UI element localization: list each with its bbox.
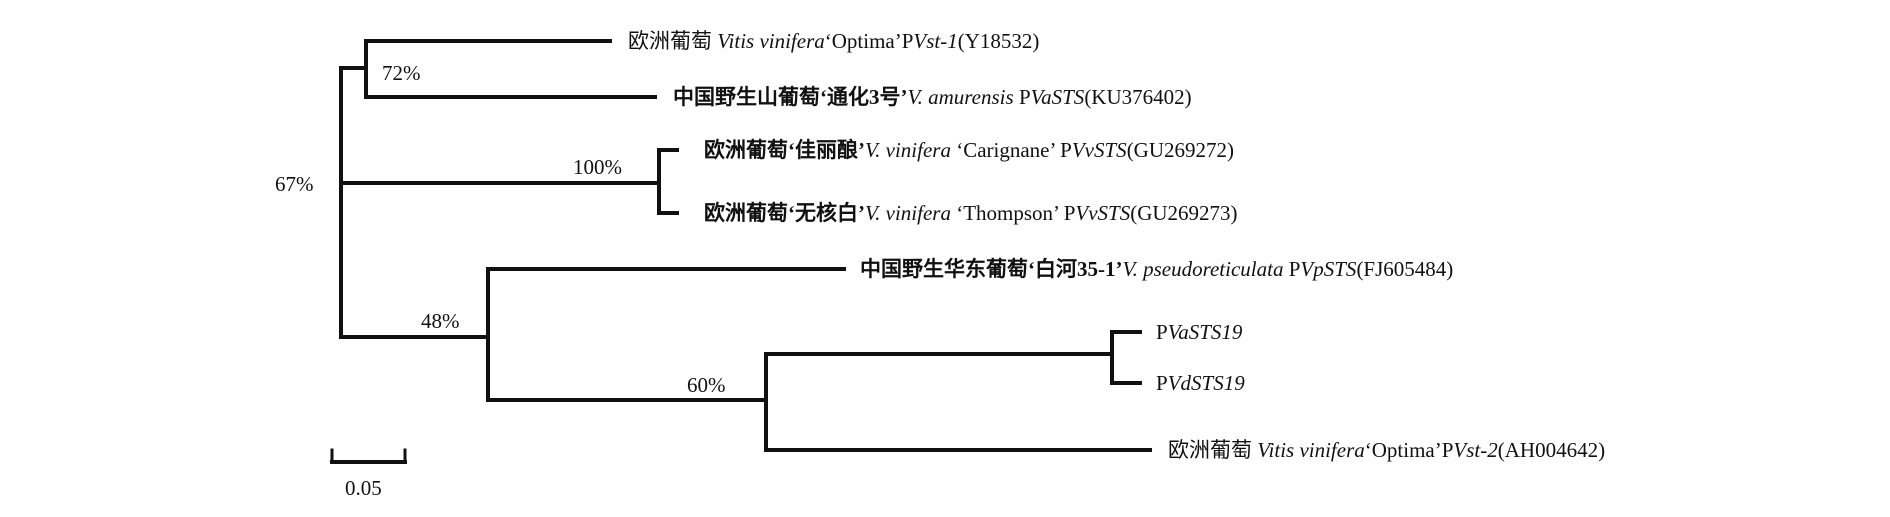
leaf-label-part: (KU376402) (1084, 85, 1191, 109)
leaf-label: 欧洲葡萄‘无核白’V. vinifera ‘Thompson’ PVvSTS(G… (704, 201, 1238, 225)
leaf-label-part: VaSTS (1031, 85, 1085, 109)
leaf-label-part: VvSTS (1072, 138, 1127, 162)
bootstrap-label: 48% (421, 309, 460, 333)
leaf-label-part: P (1156, 320, 1168, 344)
leaf-label: 中国野生华东葡萄‘白河35-1’V. pseudoreticulata PVpS… (860, 257, 1453, 281)
leaf-label-part: 中国野生华东葡萄‘白河35-1’ (860, 257, 1122, 281)
leaf-label-part: VvSTS (1075, 201, 1130, 225)
leaf-label: 欧洲葡萄‘佳丽酿’V. vinifera ‘Carignane’ PVvSTS(… (704, 138, 1234, 162)
leaf-label-part: Vst-2 (1453, 438, 1498, 462)
leaf-label-part: V. amurensis (908, 85, 1014, 109)
leaf-label-part: P (1283, 257, 1300, 281)
leaf-label-part: P (1014, 85, 1031, 109)
leaf-label-part: V. vinifera (865, 138, 951, 162)
leaf-label-part: VpSTS (1300, 257, 1357, 281)
bootstrap-label: 67% (275, 172, 314, 196)
leaf-label-part: (GU269272) (1127, 138, 1234, 162)
leaf-label-part: 中国野生山葡萄‘通化3号’ (673, 85, 908, 109)
leaf-label-part: ‘Optima’P (825, 29, 914, 53)
leaf-label-part: 欧洲葡萄‘无核白’ (704, 201, 865, 225)
leaf-label-part: 欧洲葡萄 (628, 29, 717, 53)
scale-bar-label: 0.05 (345, 476, 382, 500)
leaf-label-part: 欧洲葡萄‘佳丽酿’ (704, 138, 865, 162)
bootstrap-label: 100% (573, 155, 622, 179)
leaf-label: 中国野生山葡萄‘通化3号’V. amurensis PVaSTS(KU37640… (673, 85, 1192, 109)
leaf-label-part: (FJ605484) (1356, 257, 1453, 281)
leaf-label-part: VdSTS19 (1168, 371, 1246, 395)
leaf-label-part: Vitis vinifera (717, 29, 825, 53)
leaf-label-part: P (1156, 371, 1168, 395)
leaf-label-part: VaSTS19 (1168, 320, 1243, 344)
leaf-label-part: 欧洲葡萄 (1168, 438, 1257, 462)
leaf-labels: 欧洲葡萄 Vitis vinifera‘Optima’PVst-1(Y18532… (628, 29, 1605, 462)
leaf-label-part: V. pseudoreticulata (1122, 257, 1283, 281)
leaf-label-part: Vst-1 (913, 29, 957, 53)
leaf-label-part: (Y18532) (958, 29, 1040, 53)
leaf-label-part: V. vinifera (865, 201, 951, 225)
leaf-label-part: Vitis vinifera (1257, 438, 1365, 462)
leaf-label-part: (GU269273) (1130, 201, 1237, 225)
bootstrap-labels: 72% 67% 100% 48% 60% (275, 61, 726, 397)
leaf-label: PVdSTS19 (1156, 371, 1245, 395)
tree-branches (339, 39, 1152, 452)
leaf-label: 欧洲葡萄 Vitis vinifera‘Optima’PVst-2(AH0046… (1168, 438, 1605, 462)
leaf-label-part: ‘Thompson’ P (951, 201, 1075, 225)
leaf-label-part: ‘Carignane’ P (951, 138, 1072, 162)
leaf-label: 欧洲葡萄 Vitis vinifera‘Optima’PVst-1(Y18532… (628, 29, 1039, 53)
leaf-label-part: (AH004642) (1498, 438, 1605, 462)
leaf-label: PVaSTS19 (1156, 320, 1243, 344)
bootstrap-label: 72% (382, 61, 421, 85)
scale-bar: 0.05 (330, 448, 407, 500)
leaf-label-part: ‘Optima’P (1365, 438, 1454, 462)
bootstrap-label: 60% (687, 373, 726, 397)
